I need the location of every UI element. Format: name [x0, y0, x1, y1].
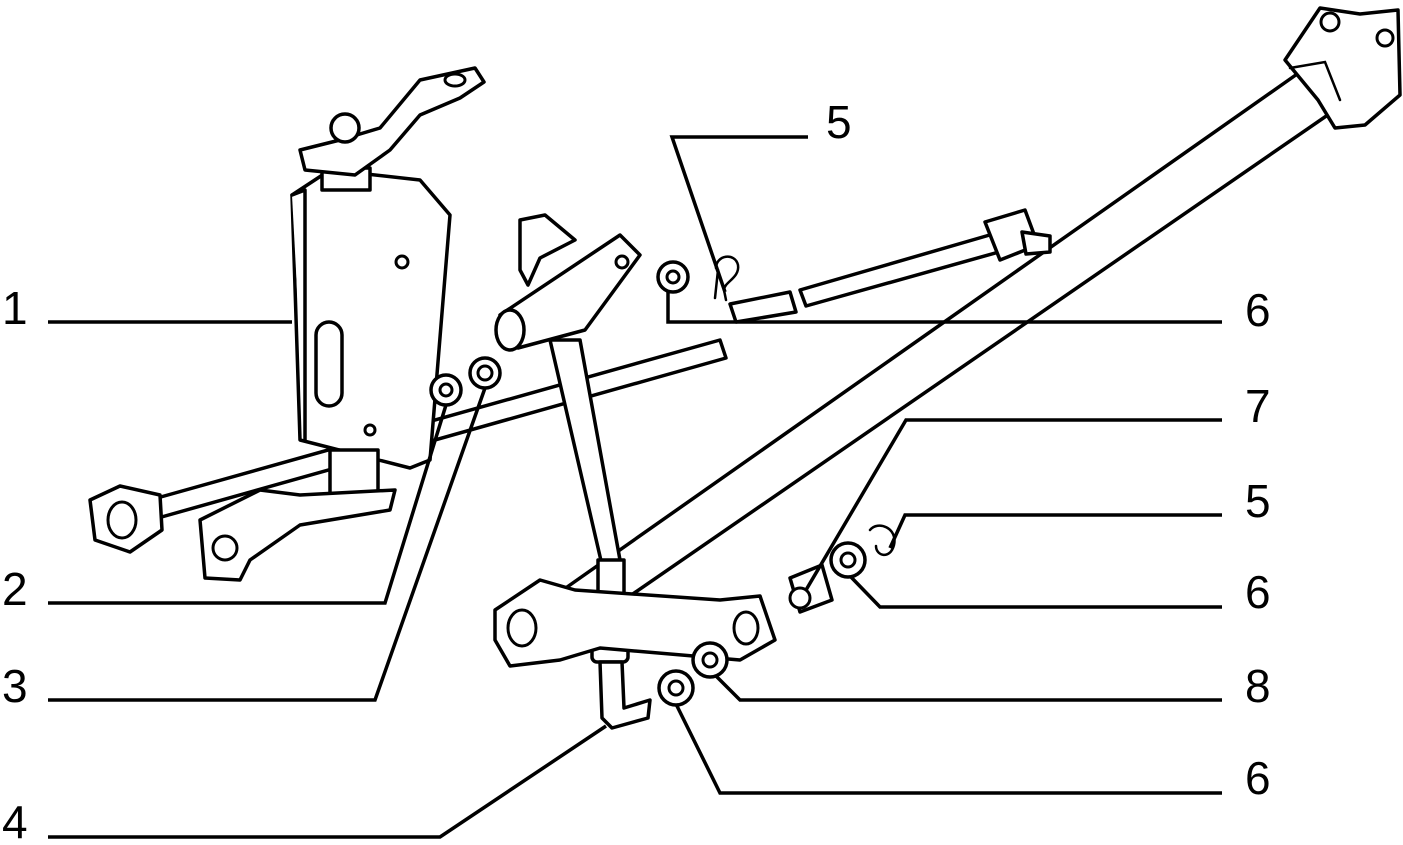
- main-rod: [558, 6, 1402, 620]
- leader-2: [48, 404, 448, 605]
- bracket-housing: [198, 66, 486, 582]
- leader-6a: [666, 292, 1222, 324]
- leader-6c: [674, 703, 1222, 795]
- leader-3: [48, 387, 487, 702]
- callout-2: 2: [2, 563, 28, 615]
- upper-link-rod: [728, 208, 1052, 324]
- leader-4: [48, 724, 607, 839]
- leader-6b: [848, 574, 1222, 609]
- lower-bracket: [493, 578, 777, 668]
- callout-5-lower: 5: [1245, 475, 1271, 527]
- leader-lines: [48, 135, 1222, 839]
- callout-1: 1: [2, 282, 28, 334]
- leader-5b: [888, 513, 1222, 549]
- callout-6-upper: 6: [1245, 284, 1271, 336]
- callout-5-upper: 5: [826, 96, 852, 148]
- callout-6-middle: 6: [1245, 566, 1271, 618]
- leader-7: [804, 418, 1222, 591]
- washer-and-bushing-2-3: [429, 356, 502, 407]
- callout-3: 3: [2, 660, 28, 712]
- callout-4: 4: [2, 796, 28, 845]
- callout-8: 8: [1245, 660, 1271, 712]
- upper-clip-and-washer-5-6: [656, 255, 740, 302]
- right-hardware-5-6-7: [788, 524, 896, 614]
- callout-7: 7: [1245, 380, 1271, 432]
- lower-washers-6-8: [657, 641, 729, 707]
- callout-6-lower: 6: [1245, 752, 1271, 804]
- leader-5a: [669, 135, 808, 293]
- leader-8: [714, 674, 1222, 702]
